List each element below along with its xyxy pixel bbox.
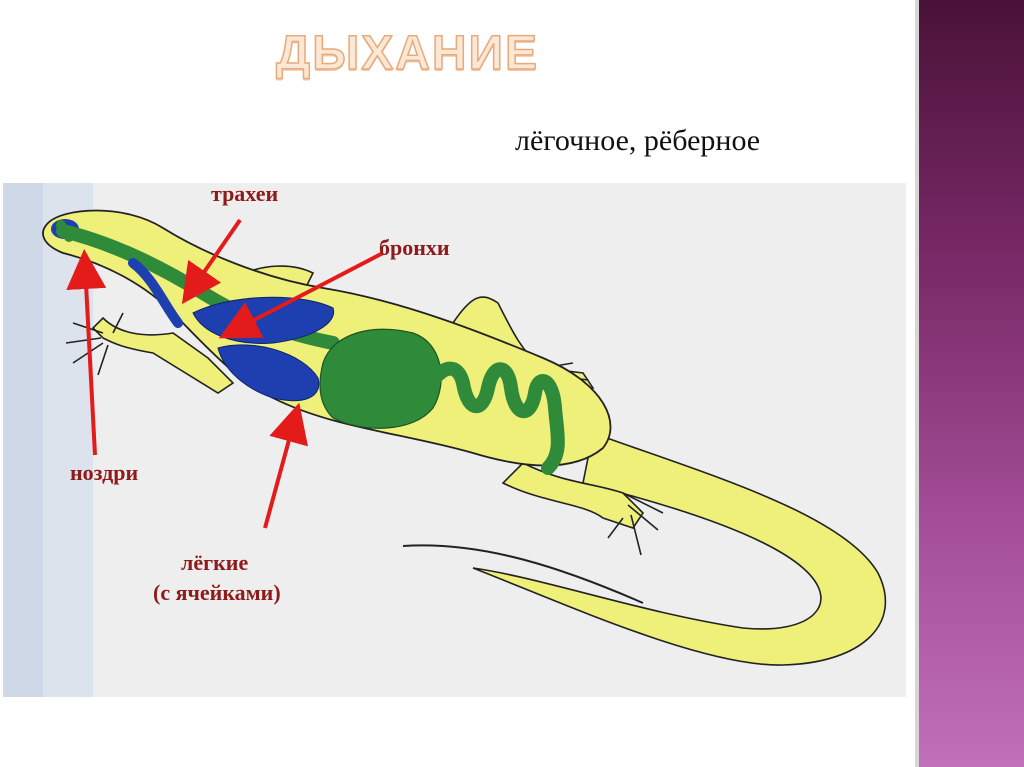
label-lungs-detail: (с ячейками) bbox=[153, 580, 281, 606]
decorative-side-band bbox=[915, 0, 1024, 767]
label-nostrils: ноздри bbox=[70, 460, 138, 486]
label-trachea: трахеи bbox=[211, 183, 278, 207]
label-lungs: лёгкие bbox=[181, 550, 248, 576]
lungs-arrow bbox=[265, 418, 295, 528]
stomach bbox=[320, 329, 441, 428]
lizard-respiratory-diagram: трахеи бронхи ноздри лёгкие (с ячейками) bbox=[3, 183, 906, 697]
lizard-tail-tip bbox=[403, 545, 643, 603]
page-shadow-edge bbox=[3, 183, 43, 697]
lizard-illustration bbox=[3, 183, 906, 697]
label-bronchi: бронхи bbox=[379, 235, 450, 261]
slide: ДЫХАНИЕ лёгочное, рёберное bbox=[0, 0, 915, 767]
slide-title: ДЫХАНИЕ bbox=[276, 26, 539, 81]
slide-subtitle: лёгочное, рёберное bbox=[515, 124, 760, 158]
